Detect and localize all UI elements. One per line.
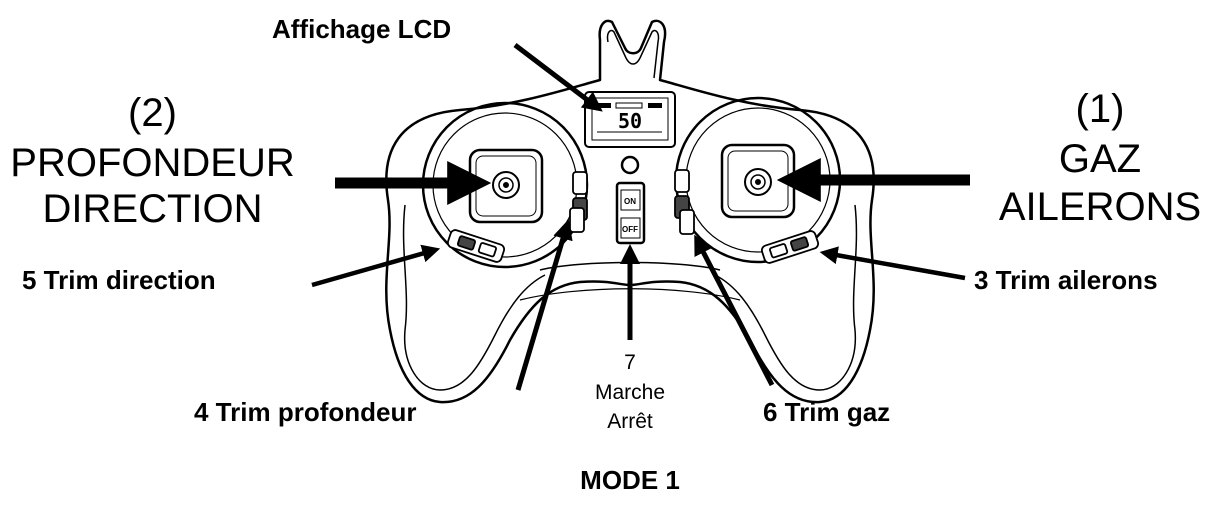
label-right-stick-line2: AILERONS	[998, 185, 1202, 229]
label-left-stick-line2: DIRECTION	[42, 187, 263, 231]
lcd-display	[584, 91, 676, 148]
power-led	[620, 155, 640, 175]
label-trim-profondeur: 4 Trim profondeur	[194, 397, 417, 427]
trim-direction-buttons	[446, 229, 506, 263]
label-trim-ailerons: 3 Trim ailerons	[974, 265, 1158, 295]
switch-off-text: OFF	[622, 225, 638, 234]
label-switch-number: 7	[624, 351, 636, 374]
label-switch-line1: Marche	[594, 381, 666, 404]
label-left-stick-line1: PROFONDEUR	[10, 141, 295, 185]
label-trim-direction: 5 Trim direction	[22, 265, 216, 295]
trim-profondeur-buttons	[569, 171, 588, 233]
label-switch-line2: Arrêt	[607, 410, 653, 433]
lcd-value: 50	[618, 109, 642, 133]
arrow-trim-gaz	[694, 234, 775, 387]
label-lcd: Affichage LCD	[272, 14, 452, 44]
label-right-stick-line1: GAZ	[1058, 137, 1142, 181]
arrow-trim-profondeur	[515, 219, 573, 391]
power-switch	[615, 181, 646, 245]
trim-ailerons-buttons	[760, 230, 820, 264]
callout-arrows	[311, 43, 970, 391]
arrow-trim-direction	[311, 244, 441, 288]
trim-gaz-buttons	[674, 169, 695, 235]
switch-on-text: ON	[624, 197, 636, 206]
label-mode: MODE 1	[580, 465, 680, 495]
arrow-lcd	[513, 43, 603, 112]
arrow-trim-ailerons	[819, 246, 966, 281]
label-left-stick-number: (2)	[128, 91, 177, 135]
label-right-stick-number: (1)	[1075, 87, 1125, 131]
label-trim-gaz: 6 Trim gaz	[763, 397, 891, 427]
